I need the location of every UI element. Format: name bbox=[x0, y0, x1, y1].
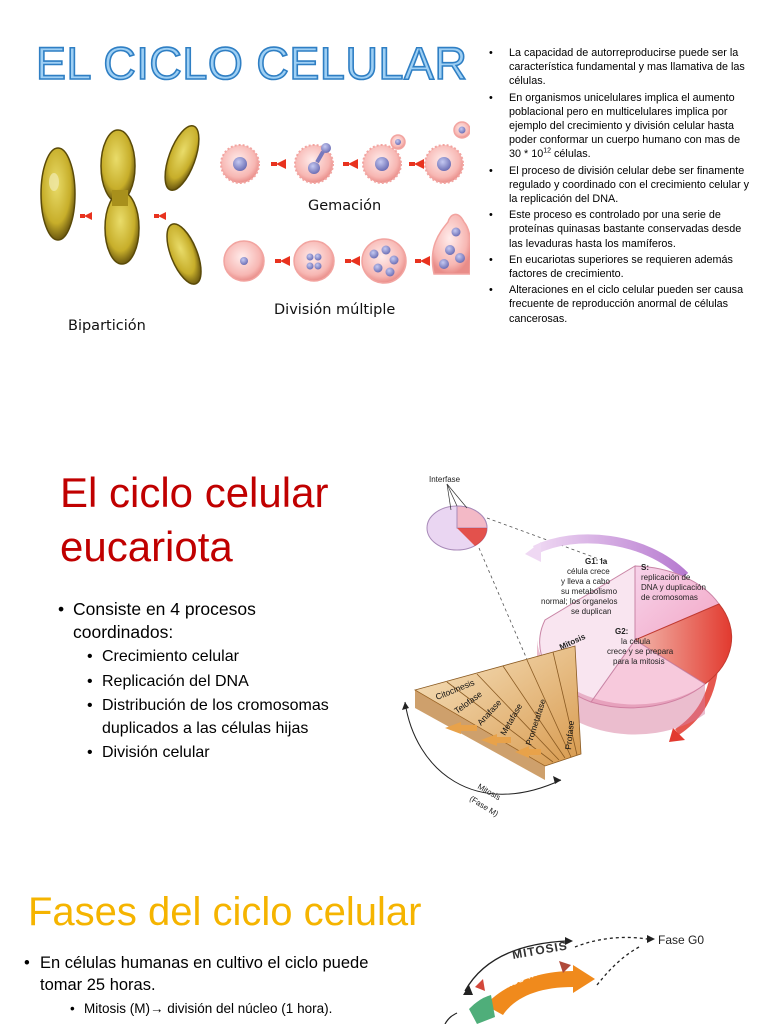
s-title: S: bbox=[641, 563, 649, 572]
slide1-title: EL CICLO CELULAR bbox=[36, 38, 467, 90]
biparticion-sequence bbox=[41, 122, 208, 289]
label-biparticion: Bipartición bbox=[68, 318, 146, 334]
slide2-sub-bullet: Crecimiento celular bbox=[87, 646, 358, 669]
label-division-multiple: División múltiple bbox=[274, 302, 395, 318]
gemacion-sequence: Gemación bbox=[221, 122, 470, 214]
slide1-bullet: El proceso de división celular debe ser … bbox=[489, 164, 751, 207]
division-multiple-sequence: División múltiple bbox=[224, 214, 470, 318]
slide2-sub-bullet: Replicación del DNA bbox=[87, 671, 358, 694]
g1-title: G1: la bbox=[585, 557, 608, 566]
slide1-bullet-list: La capacidad de autorreproducirse puede … bbox=[489, 46, 751, 328]
g2-line: la célula bbox=[621, 637, 651, 646]
slide-el-ciclo-celular: EL CICLO CELULAR La capacidad de autorre… bbox=[0, 0, 768, 425]
slide2-sub-bullet: Distribución de los cromosomas duplicado… bbox=[87, 695, 358, 740]
slide3-title: Fases del ciclo celular bbox=[28, 890, 422, 935]
mitosis-label: MITOSIS bbox=[511, 938, 569, 962]
slide1-bullet: En organismos unicelulares implica el au… bbox=[489, 91, 751, 162]
slide1-bullet: En eucariotas superiores se requieren ad… bbox=[489, 253, 751, 281]
slide2-bullet-list: Consiste en 4 procesos coordinados: Crec… bbox=[58, 598, 358, 767]
slide2-sub-bullet: División celular bbox=[87, 742, 358, 765]
slide1-bullet: Alteraciones en el ciclo celular pueden … bbox=[489, 283, 751, 326]
cell-cycle-diagram: Interfase G1: la célula crece y lleva a … bbox=[385, 470, 745, 838]
slide2-sub-bullet-list: Crecimiento celular Replicación del DNA … bbox=[73, 646, 358, 765]
reproduction-types-figure: Gemación División múltiple Bipartición bbox=[30, 118, 470, 350]
s-line: DNA y duplicación bbox=[641, 583, 706, 592]
s-line: de cromosomas bbox=[641, 593, 698, 602]
g2-line: para la mitosis bbox=[613, 657, 665, 666]
g1-line: su metabolismo bbox=[561, 587, 618, 596]
cell-count: 30 * 1012 células. bbox=[509, 148, 591, 160]
mitosis-phases-fan bbox=[415, 646, 581, 780]
slide1-bullet: La capacidad de autorreproducirse puede … bbox=[489, 46, 751, 89]
g1-line: normal; los organelos bbox=[541, 597, 617, 606]
g1-line: y lleva a cabo bbox=[561, 577, 610, 586]
s-line: replicación de bbox=[641, 573, 691, 582]
fase-g0-label: Fase G0 bbox=[658, 933, 704, 947]
g2-title: G2: bbox=[615, 627, 628, 636]
slide3-bullet-list: En células humanas en cultivo el ciclo p… bbox=[24, 952, 399, 1019]
g1-line: se duplican bbox=[571, 607, 611, 616]
slide2-main-bullet: Consiste en 4 procesos coordinados: Crec… bbox=[58, 598, 358, 765]
cell-phases-diagram: MITOSIS Fase G0 Fase M bbox=[425, 925, 768, 1024]
g1-line: célula crece bbox=[567, 567, 610, 576]
slide3-bullet: En células humanas en cultivo el ciclo p… bbox=[24, 952, 399, 1019]
label-gemacion: Gemación bbox=[308, 198, 381, 214]
g2-line: crece y se prepara bbox=[607, 647, 674, 656]
interfase-label: Interfase bbox=[429, 475, 461, 484]
slide3-sub-bullet-list: Mitosis (M)→ división del núcleo (1 hora… bbox=[40, 999, 399, 1019]
slide3-sub-bullet: Mitosis (M)→ división del núcleo (1 hora… bbox=[70, 999, 399, 1019]
slide1-bullet: Este proceso es controlado por una serie… bbox=[489, 208, 751, 251]
slide2-title: El ciclo celular eucariota bbox=[60, 466, 360, 574]
